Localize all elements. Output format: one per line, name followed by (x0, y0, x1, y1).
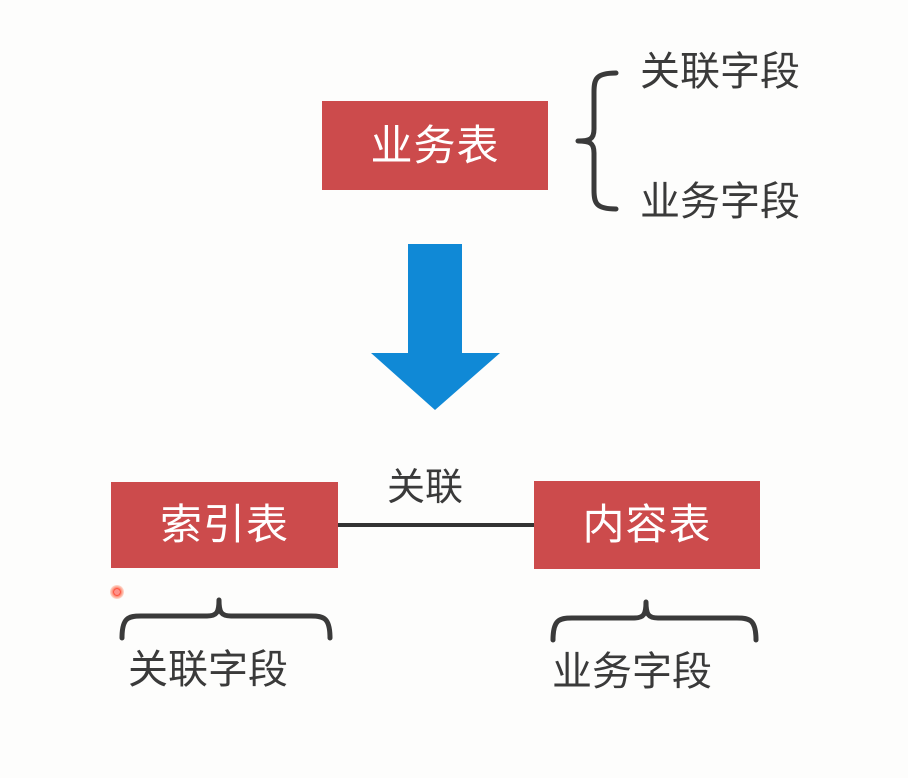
node-index-table-label: 索引表 (159, 500, 289, 549)
node-content-table[interactable]: 内容表 (534, 481, 760, 569)
node-business-table-label: 业务表 (370, 120, 500, 170)
label-association-field-bottom: 关联字段 (128, 647, 288, 693)
node-business-table[interactable]: 业务表 (322, 101, 548, 190)
node-index-table[interactable]: 索引表 (111, 482, 338, 568)
label-business-field-top: 业务字段 (640, 179, 800, 225)
label-business-field-bottom: 业务字段 (552, 649, 712, 695)
brace-bottom-left (119, 597, 333, 641)
arrow-down-icon (371, 244, 500, 410)
label-connector-relation: 关联 (387, 465, 464, 509)
brace-bottom-right (550, 599, 759, 643)
click-marker (110, 585, 124, 599)
brace-top-right (575, 70, 619, 212)
node-content-table-label: 内容表 (582, 500, 712, 549)
label-association-field-top: 关联字段 (640, 49, 800, 95)
